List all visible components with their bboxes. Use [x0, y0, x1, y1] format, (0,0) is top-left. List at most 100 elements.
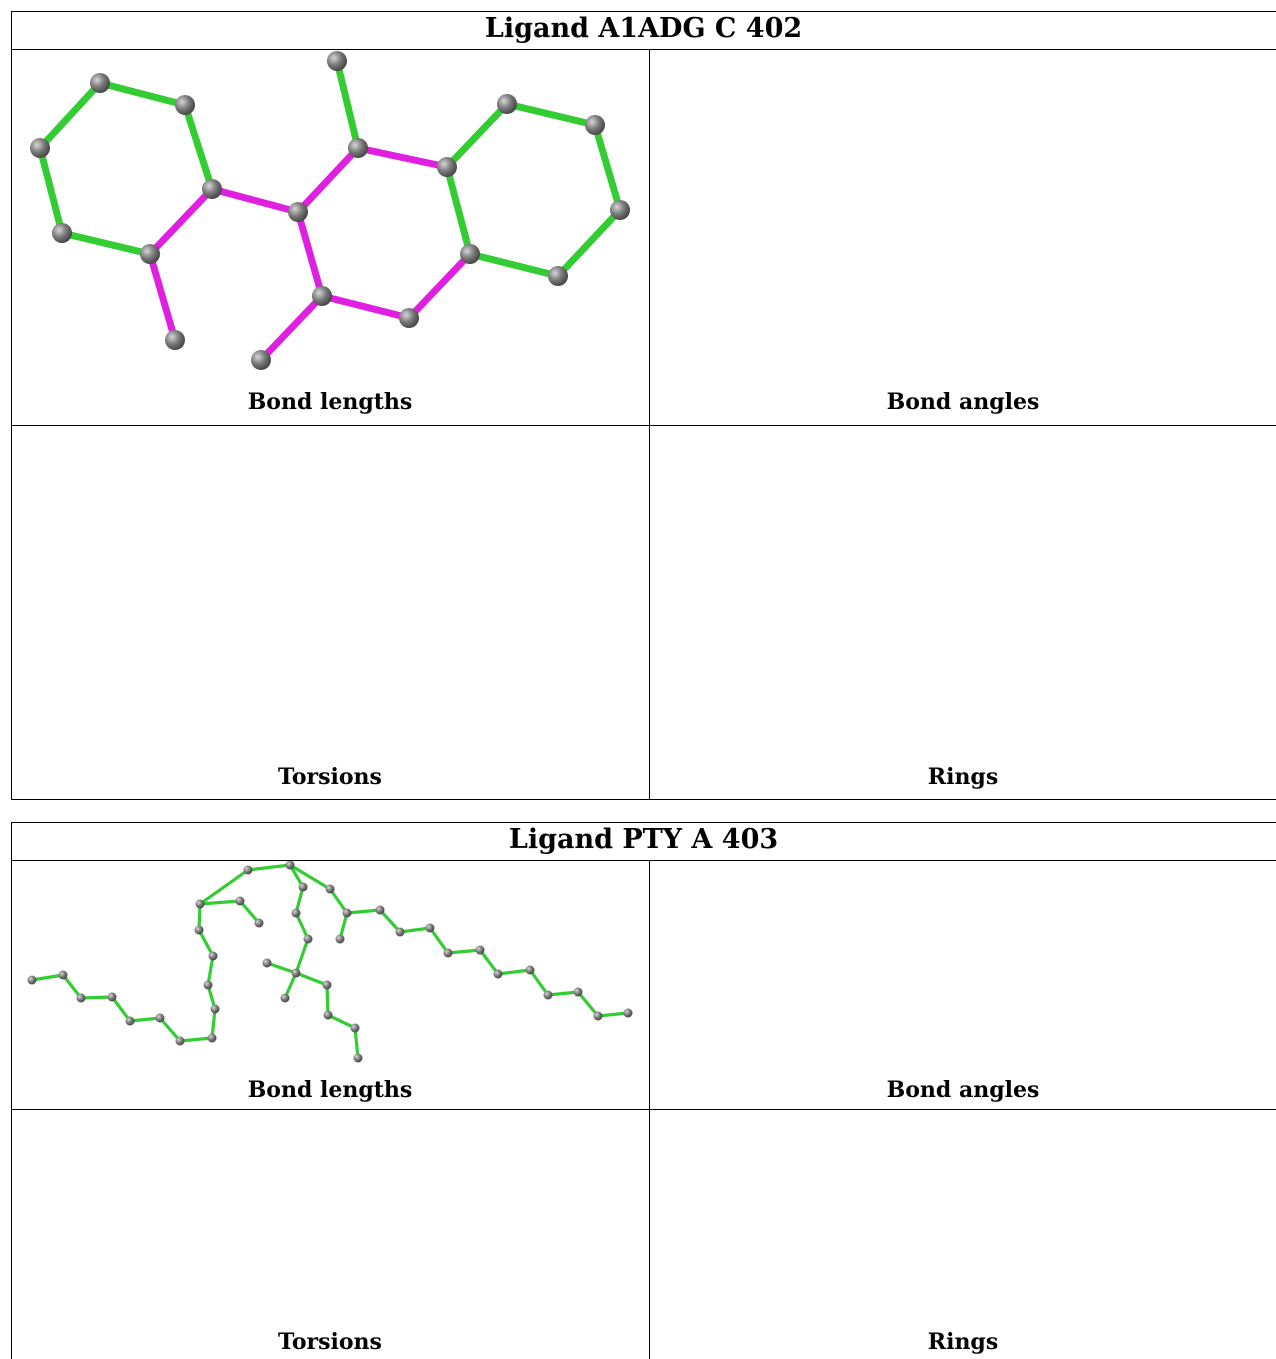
bond	[128, 1016, 162, 1023]
cell-torsions: Torsions	[11, 426, 649, 799]
atom	[280, 993, 290, 1003]
molecule-bond-lengths	[27, 861, 633, 1063]
bond	[197, 928, 215, 958]
atom	[425, 923, 435, 933]
atom	[325, 884, 335, 894]
bond	[178, 1036, 214, 1043]
atom	[395, 927, 405, 937]
bond	[110, 995, 132, 1023]
bond	[181, 101, 216, 193]
bond	[96, 79, 189, 109]
bond	[294, 911, 310, 941]
bond	[58, 229, 154, 258]
atom	[298, 882, 308, 892]
bond	[283, 971, 298, 1000]
bond	[446, 948, 482, 955]
molecule-bond-angles	[650, 861, 1276, 1109]
bond	[443, 163, 474, 258]
atom	[573, 987, 583, 997]
atom	[475, 945, 485, 955]
bond	[326, 1013, 357, 1030]
bond	[61, 973, 83, 1000]
atom	[543, 990, 553, 1000]
atom	[203, 980, 213, 990]
atom	[175, 1036, 185, 1046]
bond	[210, 1007, 217, 1040]
atom	[195, 899, 205, 909]
molecule-rings	[650, 426, 1276, 799]
cell-rings: Rings	[650, 1110, 1276, 1359]
bond	[238, 899, 261, 925]
cell-torsions: Torsions	[11, 1110, 649, 1359]
bond	[198, 868, 250, 906]
atom	[155, 1013, 165, 1023]
bond	[496, 968, 532, 976]
bond	[528, 968, 550, 997]
bond	[554, 206, 624, 280]
bond	[576, 990, 600, 1018]
atom	[207, 1033, 217, 1043]
atom	[327, 51, 347, 71]
atom	[194, 925, 204, 935]
bond	[478, 948, 500, 976]
atom	[243, 865, 253, 875]
bond	[333, 57, 362, 152]
bond	[443, 100, 511, 171]
panel-title: Ligand A1ADG C 402	[484, 13, 803, 44]
atom	[443, 948, 453, 958]
bond	[398, 926, 432, 934]
bond	[294, 971, 329, 987]
atom	[335, 934, 345, 944]
bond	[596, 1011, 630, 1018]
atom	[493, 969, 503, 979]
cell-bond-angles: Bond angles	[650, 50, 1276, 425]
bond	[198, 899, 242, 906]
caption-bond-lengths: Bond lengths	[247, 389, 413, 415]
atom	[348, 138, 368, 158]
bond	[208, 185, 302, 216]
bond	[328, 887, 349, 915]
bond	[158, 1016, 182, 1043]
atom	[285, 861, 295, 870]
ligand-panel-a1adg: Ligand A1ADG C 402 Bond lengths Bond ang…	[11, 11, 1276, 800]
cell-bond-lengths: Bond lengths	[11, 50, 649, 425]
atom	[350, 1023, 360, 1033]
atom	[251, 350, 271, 370]
atom	[210, 1004, 220, 1014]
bond	[591, 121, 624, 214]
atom	[125, 1016, 135, 1026]
atom	[202, 179, 222, 199]
atom	[208, 951, 218, 961]
molecule-torsions	[11, 1110, 649, 1359]
caption-bond-lengths: Bond lengths	[247, 1077, 413, 1103]
bond	[354, 144, 451, 171]
bond	[378, 908, 402, 934]
bond	[546, 990, 580, 997]
atom	[303, 934, 313, 944]
cell-bond-lengths: Bond lengths	[11, 861, 649, 1109]
atom	[76, 993, 86, 1003]
atom	[140, 244, 160, 264]
molecule-rings	[650, 1110, 1276, 1359]
atom	[235, 896, 245, 906]
atom	[52, 223, 72, 243]
bond	[318, 292, 413, 322]
bond	[146, 250, 179, 344]
molecule-bond-angles	[650, 50, 1276, 425]
bond	[345, 908, 382, 915]
bond	[294, 937, 310, 975]
caption-bond-angles: Bond angles	[886, 1077, 1040, 1103]
atom	[585, 115, 605, 135]
atom	[262, 958, 272, 968]
caption-rings: Rings	[927, 1329, 999, 1355]
atom	[90, 73, 110, 93]
bond	[30, 973, 65, 982]
bond	[466, 250, 562, 280]
atom	[353, 1053, 363, 1063]
panel-title: Ligand PTY A 403	[508, 824, 779, 855]
atom	[254, 918, 264, 928]
atom	[548, 266, 568, 286]
atom	[288, 202, 308, 222]
bond	[206, 954, 215, 987]
bond	[257, 292, 326, 364]
